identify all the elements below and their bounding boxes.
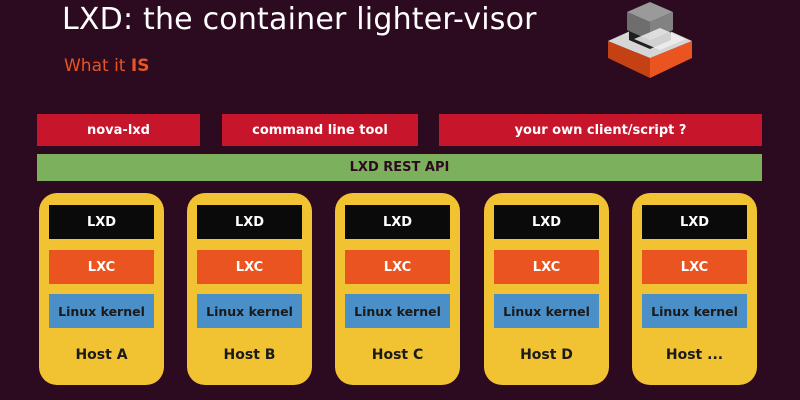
host-a: LXD LXC Linux kernel Host A bbox=[39, 193, 164, 385]
host-label: Host A bbox=[75, 347, 128, 363]
lxc-layer: LXC bbox=[197, 250, 302, 284]
page-subtitle: What it IS bbox=[64, 56, 149, 76]
lxc-layer: LXC bbox=[642, 250, 747, 284]
subtitle-emphasis: IS bbox=[130, 56, 150, 76]
lxd-layer: LXD bbox=[345, 205, 450, 239]
lxc-layer: LXC bbox=[494, 250, 599, 284]
lxd-layer: LXD bbox=[642, 205, 747, 239]
lxc-layer: LXC bbox=[345, 250, 450, 284]
host-b: LXD LXC Linux kernel Host B bbox=[187, 193, 312, 385]
lxd-layer: LXD bbox=[197, 205, 302, 239]
client-custom-script: your own client/script ? bbox=[439, 114, 762, 146]
host-d: LXD LXC Linux kernel Host D bbox=[484, 193, 609, 385]
host-c: LXD LXC Linux kernel Host C bbox=[335, 193, 460, 385]
lxc-layer: LXC bbox=[49, 250, 154, 284]
linux-kernel-layer: Linux kernel bbox=[494, 294, 599, 328]
lxd-rest-api-bar: LXD REST API bbox=[37, 154, 762, 181]
host-label: Host ... bbox=[665, 347, 724, 363]
host-label: Host D bbox=[520, 347, 573, 363]
client-command-line-tool: command line tool bbox=[222, 114, 418, 146]
host-more: LXD LXC Linux kernel Host ... bbox=[632, 193, 757, 385]
host-label: Host C bbox=[371, 347, 424, 363]
lxd-logo-icon bbox=[608, 2, 692, 78]
subtitle-prefix: What it bbox=[64, 56, 131, 76]
linux-kernel-layer: Linux kernel bbox=[642, 294, 747, 328]
linux-kernel-layer: Linux kernel bbox=[197, 294, 302, 328]
client-nova-lxd: nova-lxd bbox=[37, 114, 200, 146]
lxd-layer: LXD bbox=[49, 205, 154, 239]
linux-kernel-layer: Linux kernel bbox=[345, 294, 450, 328]
linux-kernel-layer: Linux kernel bbox=[49, 294, 154, 328]
lxd-layer: LXD bbox=[494, 205, 599, 239]
host-label: Host B bbox=[223, 347, 276, 363]
page-title: LXD: the container lighter-visor bbox=[62, 2, 537, 37]
